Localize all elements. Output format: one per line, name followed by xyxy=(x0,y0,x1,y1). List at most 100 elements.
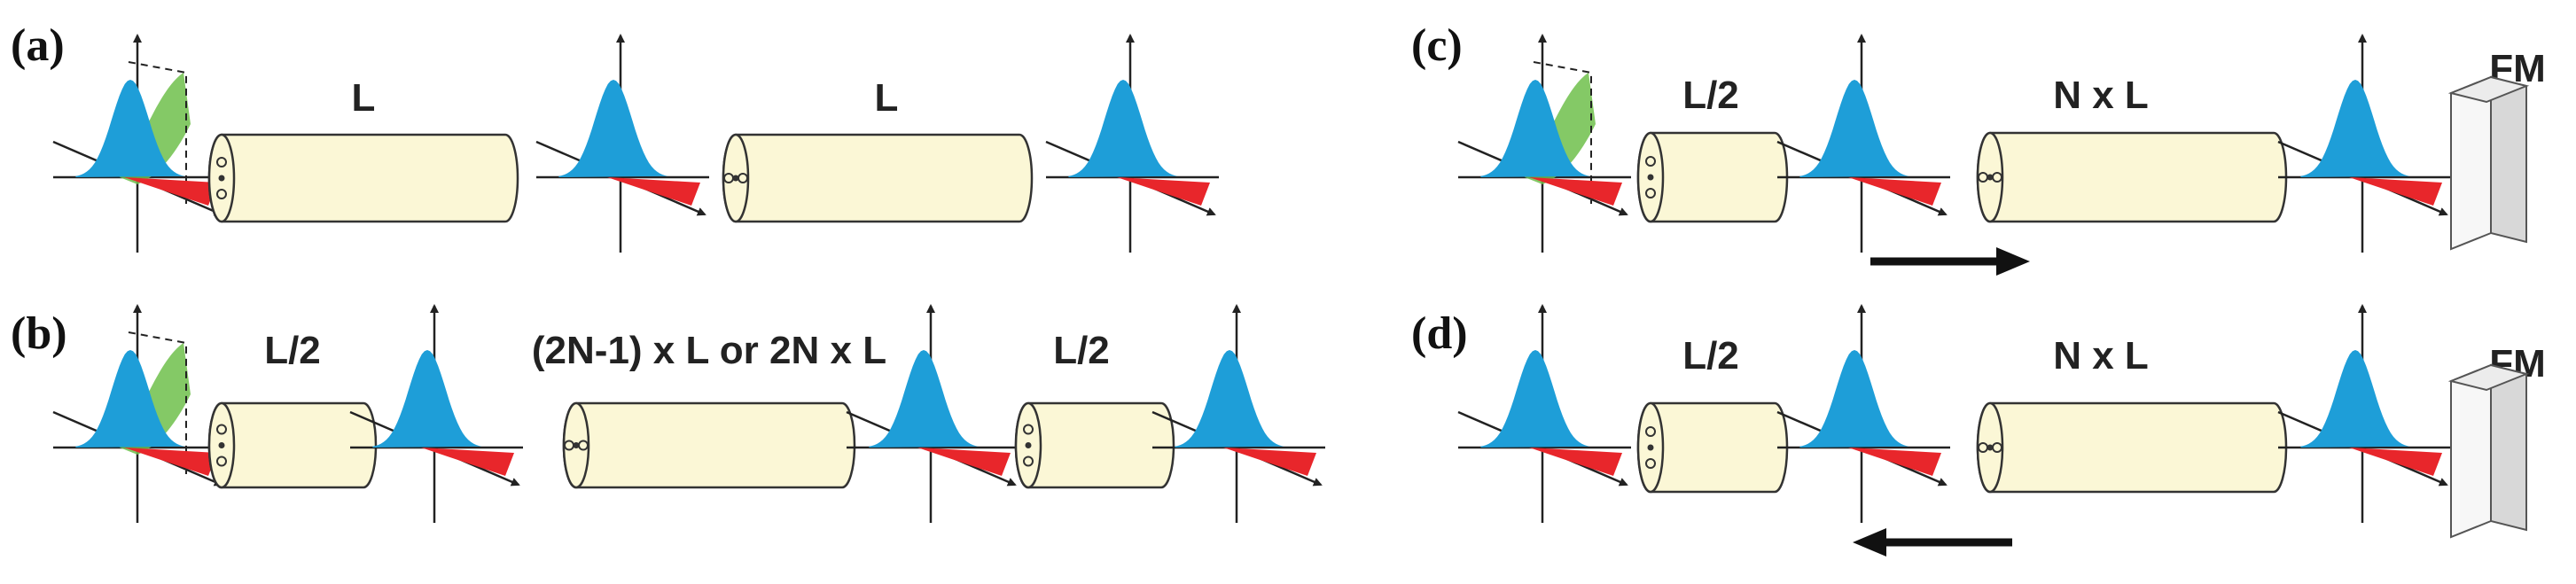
panel-c-mirror-side xyxy=(2490,75,2527,244)
panel-label-b: (b) xyxy=(11,308,67,359)
panel-b-fiber-2-core-right xyxy=(578,440,589,451)
panel-c-fiber-1-core-center xyxy=(1647,174,1654,181)
panel-d-output-state xyxy=(1457,304,1631,523)
panel-c-fiber-2-body xyxy=(1976,131,2288,223)
panel-b-fiber-2-body xyxy=(562,401,856,489)
panel-d-fiber-1-core-center xyxy=(1647,444,1654,451)
panel-b-state-3 xyxy=(846,304,1019,523)
panel-c-middle-state-red-pulse xyxy=(1848,177,1941,206)
panel-d-fiber-1-label: L/2 xyxy=(1682,334,1739,378)
panel-c-fiber-2 xyxy=(1976,131,2288,223)
panel-c-output-state-red-pulse xyxy=(2349,177,2442,206)
panel-d-fiber-1-core-bottom xyxy=(1645,458,1656,469)
panel-a-fiber-2-label: L xyxy=(875,76,899,120)
panel-b-state-3-blue-pulse xyxy=(869,350,979,448)
panel-c-fiber-1-core-bottom xyxy=(1645,188,1656,199)
panel-b-state-2 xyxy=(349,304,523,523)
panel-b-fiber-2-core-center xyxy=(573,442,580,448)
panel-c-fiber-1-core-top xyxy=(1645,156,1656,167)
panel-b-state-2-red-pulse xyxy=(421,448,514,476)
panel-b-state-3-red-pulse xyxy=(917,448,1011,476)
panel-d-fiber-2 xyxy=(1976,401,2288,494)
panel-c-forward-arrow xyxy=(1870,247,2030,276)
panel-a-fiber-1-core-top xyxy=(216,157,227,167)
panel-d-fiber-1 xyxy=(1636,401,1789,494)
panel-a-middle-state xyxy=(535,34,709,253)
panel-c-input-state xyxy=(1457,34,1631,253)
panel-a-fiber-2-body xyxy=(722,133,1034,223)
panel-d-input-state xyxy=(2277,304,2451,523)
panel-b-fiber-3 xyxy=(1014,401,1175,489)
panel-c-output-state xyxy=(2277,34,2451,253)
panel-b-fiber-1 xyxy=(207,401,378,489)
panel-d-fiber-2-core-center xyxy=(1987,444,1994,451)
panel-b-fiber-1-core-center xyxy=(218,442,225,448)
panel-c-mirror xyxy=(2447,75,2530,251)
panel-d-input-state-blue-pulse xyxy=(2300,350,2410,448)
panel-d-mirror xyxy=(2447,363,2530,539)
panel-c-middle-state-blue-pulse xyxy=(1799,80,1909,177)
panel-b-fiber-3-core-top xyxy=(1023,424,1034,435)
panel-a-input-state-red-pulse xyxy=(124,177,217,206)
diagram-drawing xyxy=(52,34,2530,557)
panel-c-mirror-top xyxy=(2447,75,2530,104)
panel-d-mirror-top xyxy=(2447,363,2530,392)
panel-a-output-state-red-pulse xyxy=(1117,177,1210,206)
panel-d-backward-arrow-head xyxy=(1853,528,1886,557)
panel-d-middle-state-red-pulse xyxy=(1848,448,1941,476)
panel-d-fiber-2-body xyxy=(1976,401,2288,494)
panel-c-fiber-2-core-center xyxy=(1987,174,1994,181)
panel-c-input-state-blue-pulse xyxy=(1480,80,1590,177)
panel-label-c: (c) xyxy=(1411,20,1463,71)
panel-a-fiber-1 xyxy=(207,133,519,223)
panel-d-fiber-2-core-right xyxy=(1992,442,2002,453)
panel-b-output-state-red-pulse xyxy=(1223,448,1316,476)
panel-a-input-state xyxy=(52,34,226,253)
panel-c-mirror-front xyxy=(2450,75,2492,251)
panel-d-fiber-1-core-top xyxy=(1645,426,1656,437)
panel-a-middle-state-blue-pulse xyxy=(558,80,668,177)
panel-a-fiber-2-core-center xyxy=(732,175,739,182)
panel-a-fiber-1-core-center xyxy=(218,175,225,182)
panel-c-input-state-red-pulse xyxy=(1529,177,1622,206)
panel-a-fiber-1-body xyxy=(207,133,519,223)
panel-a-fiber-2 xyxy=(722,133,1034,223)
panel-b-fiber-2 xyxy=(562,401,856,489)
panel-a-input-state-blue-pulse xyxy=(75,80,185,177)
panel-c-fiber-2-core-right xyxy=(1992,172,2002,183)
panel-d-backward-arrow xyxy=(1853,528,2012,557)
panel-d-middle-state xyxy=(1776,304,1950,523)
panel-c-fiber-2-label: N x L xyxy=(2053,74,2149,117)
panel-b-input-state-red-pulse xyxy=(124,448,217,476)
panel-a-fiber-2-core-right xyxy=(738,173,748,183)
panel-d-middle-state-blue-pulse xyxy=(1799,350,1909,448)
panel-b-fiber-1-core-bottom xyxy=(216,456,227,467)
panel-a-fiber-1-label: L xyxy=(352,76,376,120)
panel-c-fiber-1-label: L/2 xyxy=(1682,74,1739,117)
panel-d-output-state-red-pulse xyxy=(1529,448,1622,476)
panel-b-fiber-2-label: (2N-1) x L or 2N x L xyxy=(532,329,886,372)
panel-d-fiber-2-label: N x L xyxy=(2053,334,2149,378)
panel-a-middle-state-red-pulse xyxy=(607,177,700,206)
panel-b-fiber-1-label: L/2 xyxy=(264,329,321,372)
panel-label-a: (a) xyxy=(11,20,65,71)
panel-d-output-state-blue-pulse xyxy=(1480,350,1590,448)
panel-d-input-state-red-pulse xyxy=(2349,448,2442,476)
panel-c-output-state-blue-pulse xyxy=(2300,80,2410,177)
panel-b-fiber-3-core-bottom xyxy=(1023,456,1034,467)
panel-b-fiber-3-label: L/2 xyxy=(1053,329,1110,372)
panel-b-input-state-blue-pulse xyxy=(75,350,185,448)
panel-b-input-state xyxy=(52,304,226,523)
panel-b-state-2-blue-pulse xyxy=(372,350,482,448)
panel-b-fiber-1-core-top xyxy=(216,424,227,435)
panel-a-output-state-blue-pulse xyxy=(1068,80,1178,177)
panel-d-mirror-side xyxy=(2490,363,2527,532)
panel-a-output-state xyxy=(1045,34,1219,253)
panel-c-forward-arrow-head xyxy=(1996,247,2030,276)
panel-b-output-state xyxy=(1151,304,1325,523)
panel-a-fiber-1-core-bottom xyxy=(216,189,227,199)
panel-b-output-state-blue-pulse xyxy=(1175,350,1284,448)
panel-label-d: (d) xyxy=(1411,308,1468,359)
panel-c-middle-state xyxy=(1776,34,1950,253)
